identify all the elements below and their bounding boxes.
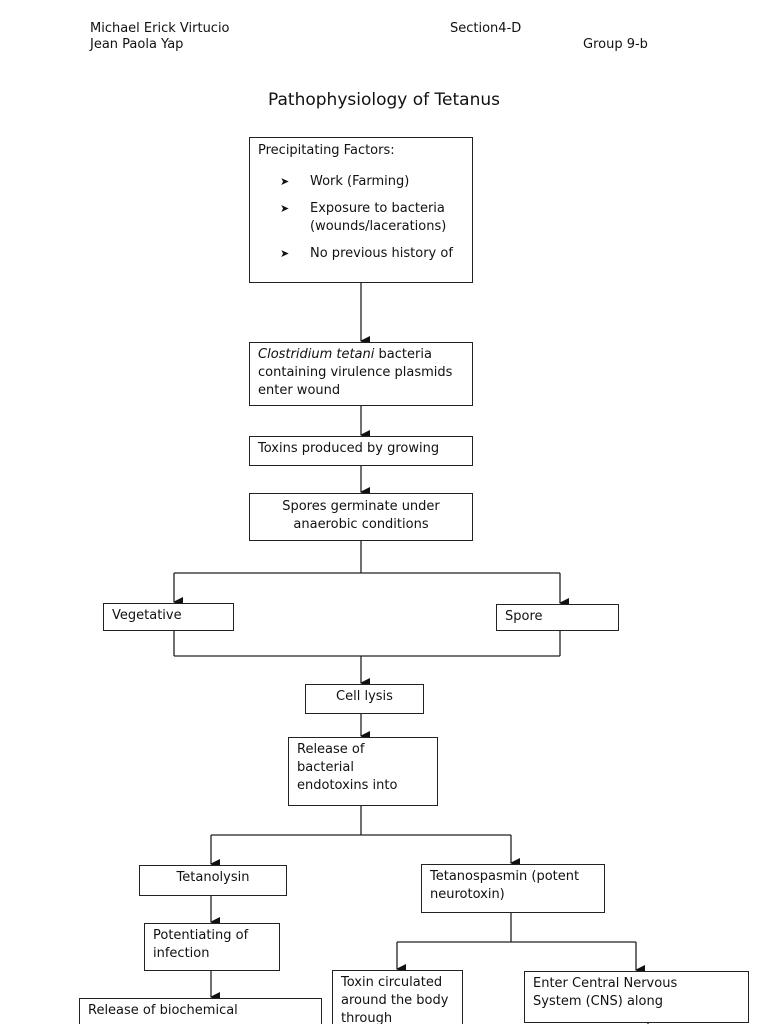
spore-box: Spore [496,604,619,631]
factor-item: No previous history of [310,246,453,261]
release-biochemical-text: Release of biochemical [88,1003,238,1018]
release-endotoxins-text: Release of bacterial endotoxins into [297,742,398,793]
release-endotoxins-box: Release of bacterial endotoxins into [288,737,438,806]
toxins-box: Toxins produced by growing [249,436,473,466]
spore-text: Spore [505,609,543,624]
section-label: Section4-D [450,21,522,36]
tetanospasmin-box: Tetanospasmin (potent neurotoxin) [421,864,605,913]
page-title: Pathophysiology of Tetanus [268,90,500,110]
potentiating-text: Potentiating of infection [153,928,249,961]
arrow-bullet-icon: ➤ [280,202,290,215]
precipitating-factors-box: Precipitating Factors: ➤ Work (Farming) ➤… [249,137,473,283]
arrow-bullet-icon: ➤ [280,247,290,260]
clostridium-text: bacteria containing virulence plasmids e… [258,347,453,398]
clostridium-box: Clostridium tetani bacteria containing v… [249,342,473,406]
organism-name: Clostridium tetani [258,347,375,362]
author-name-2: Jean Paola Yap [90,37,184,52]
factor-item: Exposure to bacteria (wounds/lacerations… [310,201,447,234]
toxins-text: Toxins produced by growing [258,441,440,456]
enter-cns-text: Enter Central Nervous System (CNS) along [533,976,678,1009]
arrow-bullet-icon: ➤ [280,175,290,188]
spores-box: Spores germinate under anaerobic conditi… [249,493,473,541]
toxin-circulated-text: Toxin circulated around the body through [341,975,449,1024]
tetanospasmin-text: Tetanospasmin (potent neurotoxin) [430,869,580,902]
tetanolysin-box: Tetanolysin [139,865,287,896]
cell-lysis-box: Cell lysis [305,684,424,714]
spores-text: Spores germinate under anaerobic conditi… [282,499,440,532]
author-name-1: Michael Erick Virtucio [90,21,230,36]
precipitating-heading: Precipitating Factors: [258,143,395,158]
cell-lysis-text: Cell lysis [336,689,393,704]
vegetative-text: Vegetative [112,608,182,623]
toxin-circulated-box: Toxin circulated around the body through [332,970,463,1024]
vegetative-box: Vegetative [103,603,234,631]
release-biochemical-box: Release of biochemical [79,998,322,1024]
enter-cns-box: Enter Central Nervous System (CNS) along [524,971,749,1023]
tetanolysin-text: Tetanolysin [176,870,250,885]
group-label: Group 9-b [583,37,648,52]
factor-item: Work (Farming) [310,174,410,189]
potentiating-box: Potentiating of infection [144,923,280,971]
